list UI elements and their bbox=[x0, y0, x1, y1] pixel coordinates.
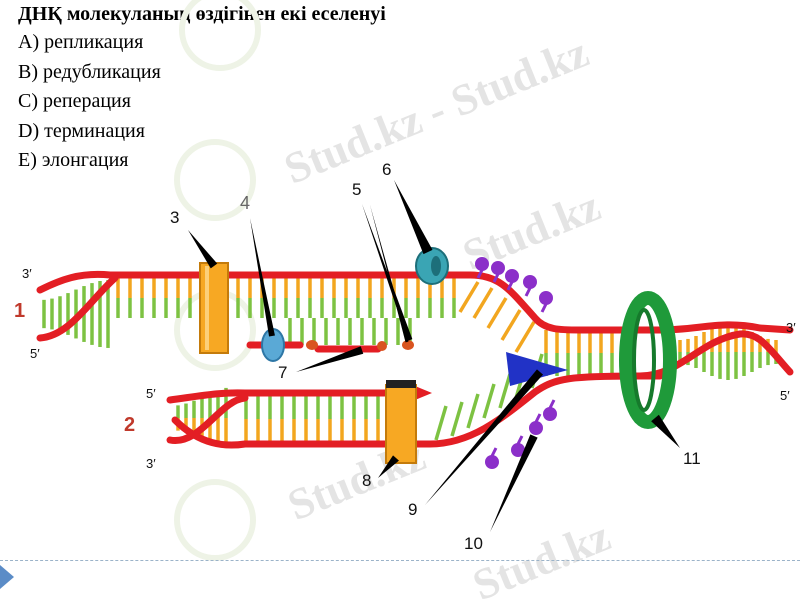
end-label-3prime-bottom: 3′ bbox=[146, 456, 156, 471]
pointer-label-3 bbox=[188, 230, 218, 269]
watermark-logo bbox=[179, 0, 261, 71]
polymerase-clamp bbox=[386, 380, 416, 388]
ssb-protein-stem bbox=[506, 281, 514, 291]
pointer-label-5-b bbox=[370, 205, 409, 343]
question-title: ДНҚ молекуланың өздігінен екі еселенуі bbox=[18, 3, 386, 25]
ssb-protein bbox=[543, 407, 557, 421]
label-pointers bbox=[188, 180, 680, 532]
label-5: 5 bbox=[352, 180, 362, 199]
label-4: 4 bbox=[240, 193, 251, 213]
base-pair bbox=[486, 297, 508, 329]
primase bbox=[506, 352, 568, 386]
ssb-protein-stem bbox=[534, 413, 542, 423]
label-8: 8 bbox=[362, 471, 372, 490]
base-pair bbox=[498, 373, 512, 409]
ssb-protein bbox=[539, 291, 553, 305]
end-label-5prime-bottom: 5′ bbox=[146, 386, 156, 401]
option-d: D) терминация bbox=[18, 119, 145, 142]
dna-polymerase-lagging bbox=[199, 262, 229, 354]
helicase-inner bbox=[632, 308, 656, 412]
end-label-5prime-top: 5′ bbox=[30, 346, 40, 361]
watermark-logo bbox=[174, 479, 256, 561]
ssb-protein bbox=[505, 269, 519, 283]
replication-proteins bbox=[199, 247, 677, 469]
dna-replication-diagram bbox=[36, 0, 794, 561]
backbone-strand-2-top bbox=[166, 389, 419, 404]
ssb-protein-stem bbox=[540, 303, 548, 313]
backbone-strand-2-helix bbox=[166, 394, 249, 444]
base-pair bbox=[434, 405, 448, 441]
backbone-strand-2-bottom bbox=[171, 372, 644, 449]
question-block: ДНҚ молекуланың өздігінен екі еселенуі А… bbox=[18, 0, 386, 176]
leading-strand-arrow-icon bbox=[415, 386, 432, 400]
label-strand-1: 1 bbox=[14, 300, 26, 322]
pointer-label-7 bbox=[296, 346, 364, 372]
dna-ligase bbox=[306, 340, 318, 350]
ssb-protein bbox=[511, 443, 525, 457]
option-c: С) реперация bbox=[18, 90, 131, 112]
backbone-strand-1-helix bbox=[36, 274, 119, 342]
pointer-label-9 bbox=[425, 369, 544, 505]
base-pair bbox=[472, 287, 494, 319]
option-b: В) редубликация bbox=[18, 60, 161, 83]
label-3: 3 bbox=[170, 208, 180, 227]
base-pair bbox=[500, 309, 522, 341]
label-9: 9 bbox=[408, 500, 418, 519]
polymerase-highlight bbox=[205, 266, 209, 350]
label-11: 11 bbox=[683, 449, 701, 468]
pointer-label-5 bbox=[362, 204, 413, 341]
topoisomerase-hole bbox=[431, 256, 441, 276]
dna-ligase bbox=[377, 341, 387, 351]
ssb-protein bbox=[529, 421, 543, 435]
label-10: 10 bbox=[464, 534, 483, 553]
label-7: 7 bbox=[278, 363, 288, 382]
pointer-label-11 bbox=[651, 414, 680, 448]
dna-ligase bbox=[402, 340, 414, 350]
backbone-strand-1-top bbox=[36, 270, 794, 334]
option-a: А) репликация bbox=[18, 31, 144, 53]
footer-divider bbox=[0, 560, 800, 561]
pointer-label-8 bbox=[378, 455, 399, 478]
ssb-protein-stem bbox=[490, 447, 498, 457]
ssb-protein-stem bbox=[492, 273, 500, 283]
ssb-protein bbox=[491, 261, 505, 275]
end-label-3prime-right: 3′ bbox=[786, 320, 796, 335]
watermark-logo bbox=[174, 139, 256, 221]
ssb-protein-stem bbox=[548, 399, 556, 409]
base-pair bbox=[458, 281, 480, 313]
end-label-5prime-right: 5′ bbox=[780, 388, 790, 403]
pointer-label-4 bbox=[250, 218, 275, 337]
watermark-logos bbox=[174, 0, 261, 561]
ssb-protein-stem bbox=[476, 269, 484, 279]
next-slide-arrow-icon[interactable] bbox=[0, 565, 14, 589]
base-pair bbox=[514, 321, 536, 353]
pointer-label-10 bbox=[490, 434, 538, 532]
ssb-protein bbox=[485, 455, 499, 469]
base-pair bbox=[466, 393, 480, 429]
ssb-protein bbox=[475, 257, 489, 271]
label-6: 6 bbox=[382, 160, 392, 179]
ssb-protein bbox=[523, 275, 537, 289]
label-strand-2: 2 bbox=[124, 414, 136, 436]
dna-polymerase-leading bbox=[385, 384, 417, 464]
base-pair bbox=[450, 401, 464, 437]
helicase bbox=[619, 291, 677, 429]
pointer-label-6 bbox=[394, 180, 433, 255]
base-pair bbox=[482, 383, 496, 419]
ssb-protein-stem bbox=[524, 287, 532, 297]
option-e: E) элонгация bbox=[18, 149, 129, 171]
end-label-3prime-top: 3′ bbox=[22, 266, 32, 281]
ssb-protein-stem bbox=[516, 435, 524, 445]
